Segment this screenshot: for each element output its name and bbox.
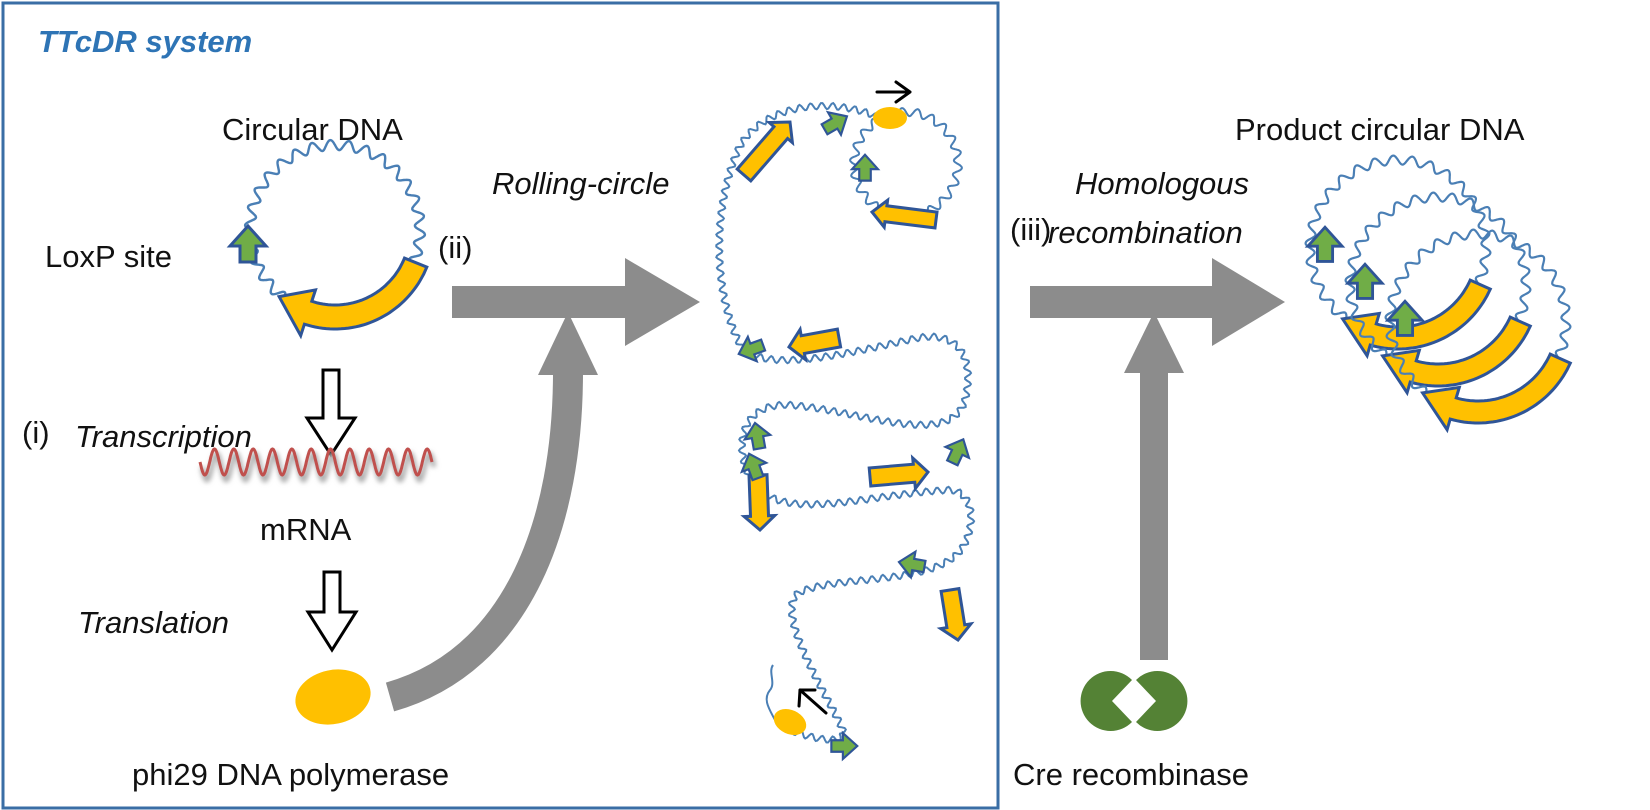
cre-recombinase-icon [1080,671,1188,732]
loxp-arrow-shape [739,452,769,482]
product-circle-1 [1304,154,1493,360]
circular-dna-label: Circular DNA [222,112,403,147]
loxp-arrow-shape [849,153,881,182]
loxp-arrow-shape [742,421,773,451]
concatemer-small-circle [849,107,963,221]
polymerase-icon [295,669,371,725]
concatemer-polymerase-icon-1 [873,107,907,129]
cre-input-arrow-shaft [1140,370,1168,660]
loxp-site-label: LoxP site [45,239,172,274]
cre-subunit-right [1136,671,1188,732]
concatemer-dna [715,80,976,762]
concatemer-loxp-icon-7 [897,549,927,580]
loxp-arrow-shape [897,549,927,580]
loxp-arrow-shape [820,110,849,138]
product-circle-3-gene [1420,352,1573,434]
polymerase-input-arrow-head [538,312,598,375]
small-circle-gene [869,196,939,231]
homologous-label: Homologous [1075,166,1249,201]
circular-dna-gene [276,256,429,340]
step-ii-label: (ii) [438,230,472,265]
cre-input-arrow-head [1124,312,1184,373]
product-loxp-icon-3 [1384,299,1426,337]
recombination-arrow-icon [1030,258,1285,346]
mrna-strand [198,447,434,477]
system-frame [1,1,1000,810]
product-loxp-icon-1 [1304,225,1346,263]
transcription-label: Transcription [75,419,252,454]
concatemer-loxp-icon-3 [737,334,767,364]
concatemer-gene-1 [735,120,795,184]
product-circle-2 [1344,191,1533,397]
translation-label: Translation [78,605,229,640]
product-dna-stack [1304,154,1573,434]
recombination-label: recombination [1048,215,1243,250]
loxp-arrow-shape [830,730,859,762]
direction-arrow-icon-1 [875,80,912,104]
product-loxp-icon-2 [1344,262,1386,300]
cre-recombinase-label: Cre recombinase [1013,757,1249,792]
circular-dna [226,138,429,340]
concatemer-loxp-icon-2 [849,153,881,182]
mrna-icon [198,447,437,483]
loxp-arrow-shape [942,437,971,467]
direction-arrow-icon-2 [797,688,828,715]
concatemer-gene-4 [740,473,779,533]
mrna-label: mRNA [260,512,352,547]
cre-subunit-left [1080,671,1132,732]
product-label: Product circular DNA [1235,112,1525,147]
loxp-arrow-shape [226,223,270,264]
concatemer-polymerase-icon-2 [773,708,807,736]
step-i-label: (i) [22,415,50,450]
concatemer-loxp-icon-8 [830,730,859,762]
loxp-arrow-shape [737,334,767,364]
system-title: TTcDR system [38,24,252,59]
translation-arrow-icon [305,570,359,653]
concatemer-loxp-icon-5 [942,437,971,467]
product-circle-3 [1384,228,1573,434]
loxp-arrow-shape [1384,299,1426,337]
concatemer-gene-3 [867,454,931,493]
rolling-circle-label: Rolling-circle [492,166,669,201]
transcription-arrow-icon [304,368,358,458]
concatemer-gene-5 [936,586,975,643]
loxp-arrow-shape [1344,262,1386,300]
concatemer-gene-2 [786,325,843,364]
loxp-arrow-shape [1304,225,1346,263]
replication-arrow-icon [452,258,700,346]
polymerase-input-arrow-icon [385,312,598,712]
step-iii-label: (iii) [1010,212,1051,247]
loxp-site-icon [226,223,270,264]
concatemer-loxp-icon-4 [742,421,773,451]
concatemer-strand [715,101,976,744]
concatemer-loxp-icon-6 [739,452,769,482]
concatemer-tail [765,664,777,723]
product-circle-1-gene [1340,278,1493,360]
polymerase-label: phi29 DNA polymerase [132,757,449,792]
concatemer-loxp-icon-1 [820,110,849,138]
product-circle-2-gene [1380,315,1533,397]
polymerase-input-arrow-shaft [385,371,583,712]
cre-input-arrow-icon [1124,312,1184,660]
